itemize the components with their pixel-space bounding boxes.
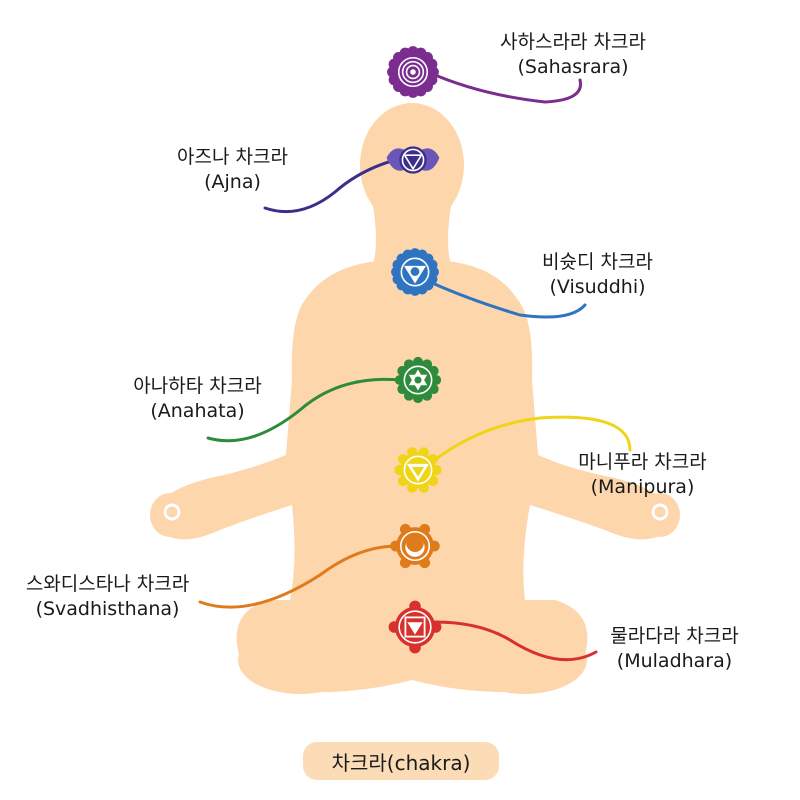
- connector-ajna: [263, 158, 397, 214]
- label-latin: (Anahata): [150, 400, 245, 422]
- label-latin: (Manipura): [590, 476, 695, 498]
- label-korean: 사하스라라 차크라: [500, 31, 646, 53]
- lotus-icon: [387, 46, 439, 98]
- caption-badge: 차크라(chakra): [303, 742, 499, 780]
- connector-visuddhi: [428, 280, 587, 319]
- down-triangle-icon: [394, 447, 442, 493]
- label-latin: (Ajna): [204, 171, 261, 193]
- eye-lotus-icon: [386, 146, 440, 174]
- label-latin: (Muladhara): [616, 650, 733, 672]
- connector-lines: [198, 70, 632, 662]
- label-korean: 비슛디 차크라: [542, 251, 653, 273]
- label-korean: 물라다라 차크라: [610, 625, 739, 647]
- connector-svadhisthana: [198, 544, 402, 609]
- label-korean: 아나하타 차크라: [133, 375, 262, 397]
- connector-anahata: [206, 377, 402, 443]
- label-korean: 스와디스타나 차크라: [25, 573, 190, 595]
- label-manipura: 마니푸라 차크라 (Manipura): [560, 450, 725, 500]
- connector-sahasrara: [426, 70, 583, 104]
- crescent-icon: [390, 523, 440, 569]
- connector-manipura: [430, 415, 632, 464]
- hexagram-icon: [394, 356, 442, 404]
- square-triangle-icon: [388, 600, 442, 654]
- label-anahata: 아나하타 차크라 (Anahata): [110, 374, 285, 424]
- label-visuddhi: 비슛디 차크라 (Visuddhi): [515, 250, 680, 300]
- label-latin: (Sahasrara): [517, 56, 629, 78]
- down-triangle-icon: [391, 248, 439, 296]
- label-korean: 마니푸라 차크라: [578, 451, 707, 473]
- hand-mudras: [163, 503, 669, 521]
- label-svadhisthana: 스와디스타나 차크라 (Svadhisthana): [10, 572, 205, 622]
- caption-text: 차크라(chakra): [331, 750, 471, 775]
- label-latin: (Visuddhi): [549, 276, 646, 298]
- label-latin: (Svadhisthana): [35, 598, 180, 620]
- label-ajna: 아즈나 차크라 (Ajna): [150, 145, 315, 195]
- label-sahasrara: 사하스라라 차크라 (Sahasrara): [478, 30, 668, 80]
- connector-muladhara: [433, 620, 598, 662]
- label-muladhara: 물라다라 차크라 (Muladhara): [592, 624, 757, 674]
- chakra-icons: [386, 46, 442, 654]
- label-korean: 아즈나 차크라: [177, 146, 288, 168]
